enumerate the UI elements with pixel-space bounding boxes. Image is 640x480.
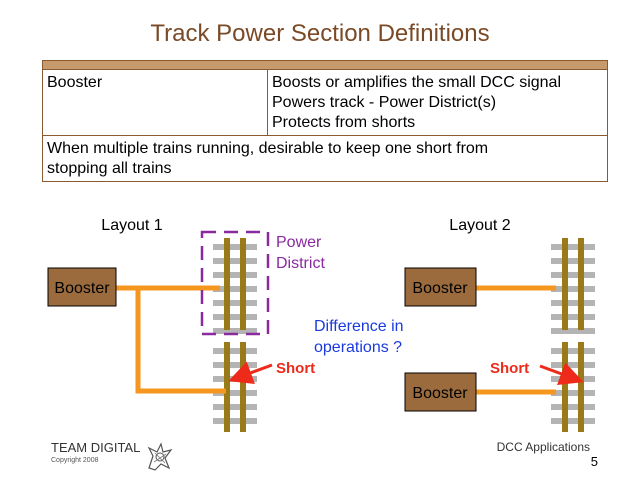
track-tie xyxy=(213,300,257,306)
page-number: 5 xyxy=(590,454,598,469)
term-cell: Booster xyxy=(42,69,268,136)
track-tie xyxy=(213,314,257,320)
definition-table: Booster Boosts or amplifies the small DC… xyxy=(42,60,608,182)
booster-label: Booster xyxy=(54,280,110,297)
track-section xyxy=(551,238,595,334)
short-label: Short xyxy=(276,360,315,377)
track-tie xyxy=(551,272,595,278)
track-tie xyxy=(551,300,595,306)
track-tie xyxy=(213,244,257,250)
track-rail xyxy=(240,342,246,432)
track-rail xyxy=(224,342,230,432)
track-rail xyxy=(562,342,568,432)
track-tie xyxy=(551,404,595,410)
track-tie xyxy=(213,328,257,334)
footer-brand: TEAM DIGITAL xyxy=(51,440,141,455)
track-tie xyxy=(551,328,595,334)
track-tie xyxy=(551,348,595,354)
definition-line: Protects from shorts xyxy=(272,114,416,131)
track-tie xyxy=(213,286,257,292)
track-section xyxy=(551,342,595,432)
footer-section-label: DCC Applications xyxy=(496,440,590,454)
booster-label: Booster xyxy=(412,280,468,297)
layout1-label: Layout 1 xyxy=(101,217,162,234)
booster-box xyxy=(404,267,477,307)
track-tie xyxy=(213,418,257,424)
power-district-label: District xyxy=(276,255,325,272)
question-text: operations ? xyxy=(314,339,402,356)
track-tie xyxy=(551,314,595,320)
track-rail xyxy=(562,238,568,330)
track-tie xyxy=(551,390,595,396)
track-tie xyxy=(551,258,595,264)
note-line: When multiple trains running, desirable … xyxy=(47,140,489,157)
track-rail xyxy=(578,238,584,330)
track-tie xyxy=(213,362,257,368)
slide-title: Track Power Section Definitions xyxy=(150,20,490,47)
track-tie xyxy=(213,404,257,410)
table-note-row: When multiple trains running, desirable … xyxy=(42,135,608,182)
short-label: Short xyxy=(490,360,529,377)
layout2-label: Layout 2 xyxy=(449,217,510,234)
track-section xyxy=(213,238,257,334)
track-tie xyxy=(551,362,595,368)
note-cell: When multiple trains running, desirable … xyxy=(42,135,608,182)
track-tie xyxy=(551,286,595,292)
power-district-label: Power xyxy=(276,234,322,251)
booster-box xyxy=(404,372,477,412)
booster-label: Booster xyxy=(412,385,468,402)
short-arrow-icon xyxy=(228,361,273,385)
track-tie xyxy=(213,348,257,354)
question-text: Difference in xyxy=(314,318,404,335)
track-tie xyxy=(551,244,595,250)
footer-copyright: Copyright 2008 xyxy=(51,457,99,464)
booster-box xyxy=(47,267,117,307)
track-rail xyxy=(578,342,584,432)
track-tie xyxy=(551,418,595,424)
track-tie xyxy=(213,272,257,278)
definition-line: Boosts or amplifies the small DCC signal xyxy=(272,74,561,91)
feed-wire xyxy=(135,288,226,394)
power-district-box xyxy=(200,230,270,336)
definition-cell: Boosts or amplifies the small DCC signal… xyxy=(267,69,608,136)
track-rail xyxy=(240,238,246,330)
table-row: Booster Boosts or amplifies the small DC… xyxy=(42,69,608,136)
short-arrow-icon xyxy=(539,362,584,386)
definition-line: Powers track - Power District(s) xyxy=(272,94,497,111)
track-tie xyxy=(213,390,257,396)
track-tie xyxy=(213,258,257,264)
track-rail xyxy=(224,238,230,330)
track-section xyxy=(213,342,257,432)
note-line: stopping all trains xyxy=(47,160,172,177)
team-digital-logo-icon xyxy=(147,442,173,471)
